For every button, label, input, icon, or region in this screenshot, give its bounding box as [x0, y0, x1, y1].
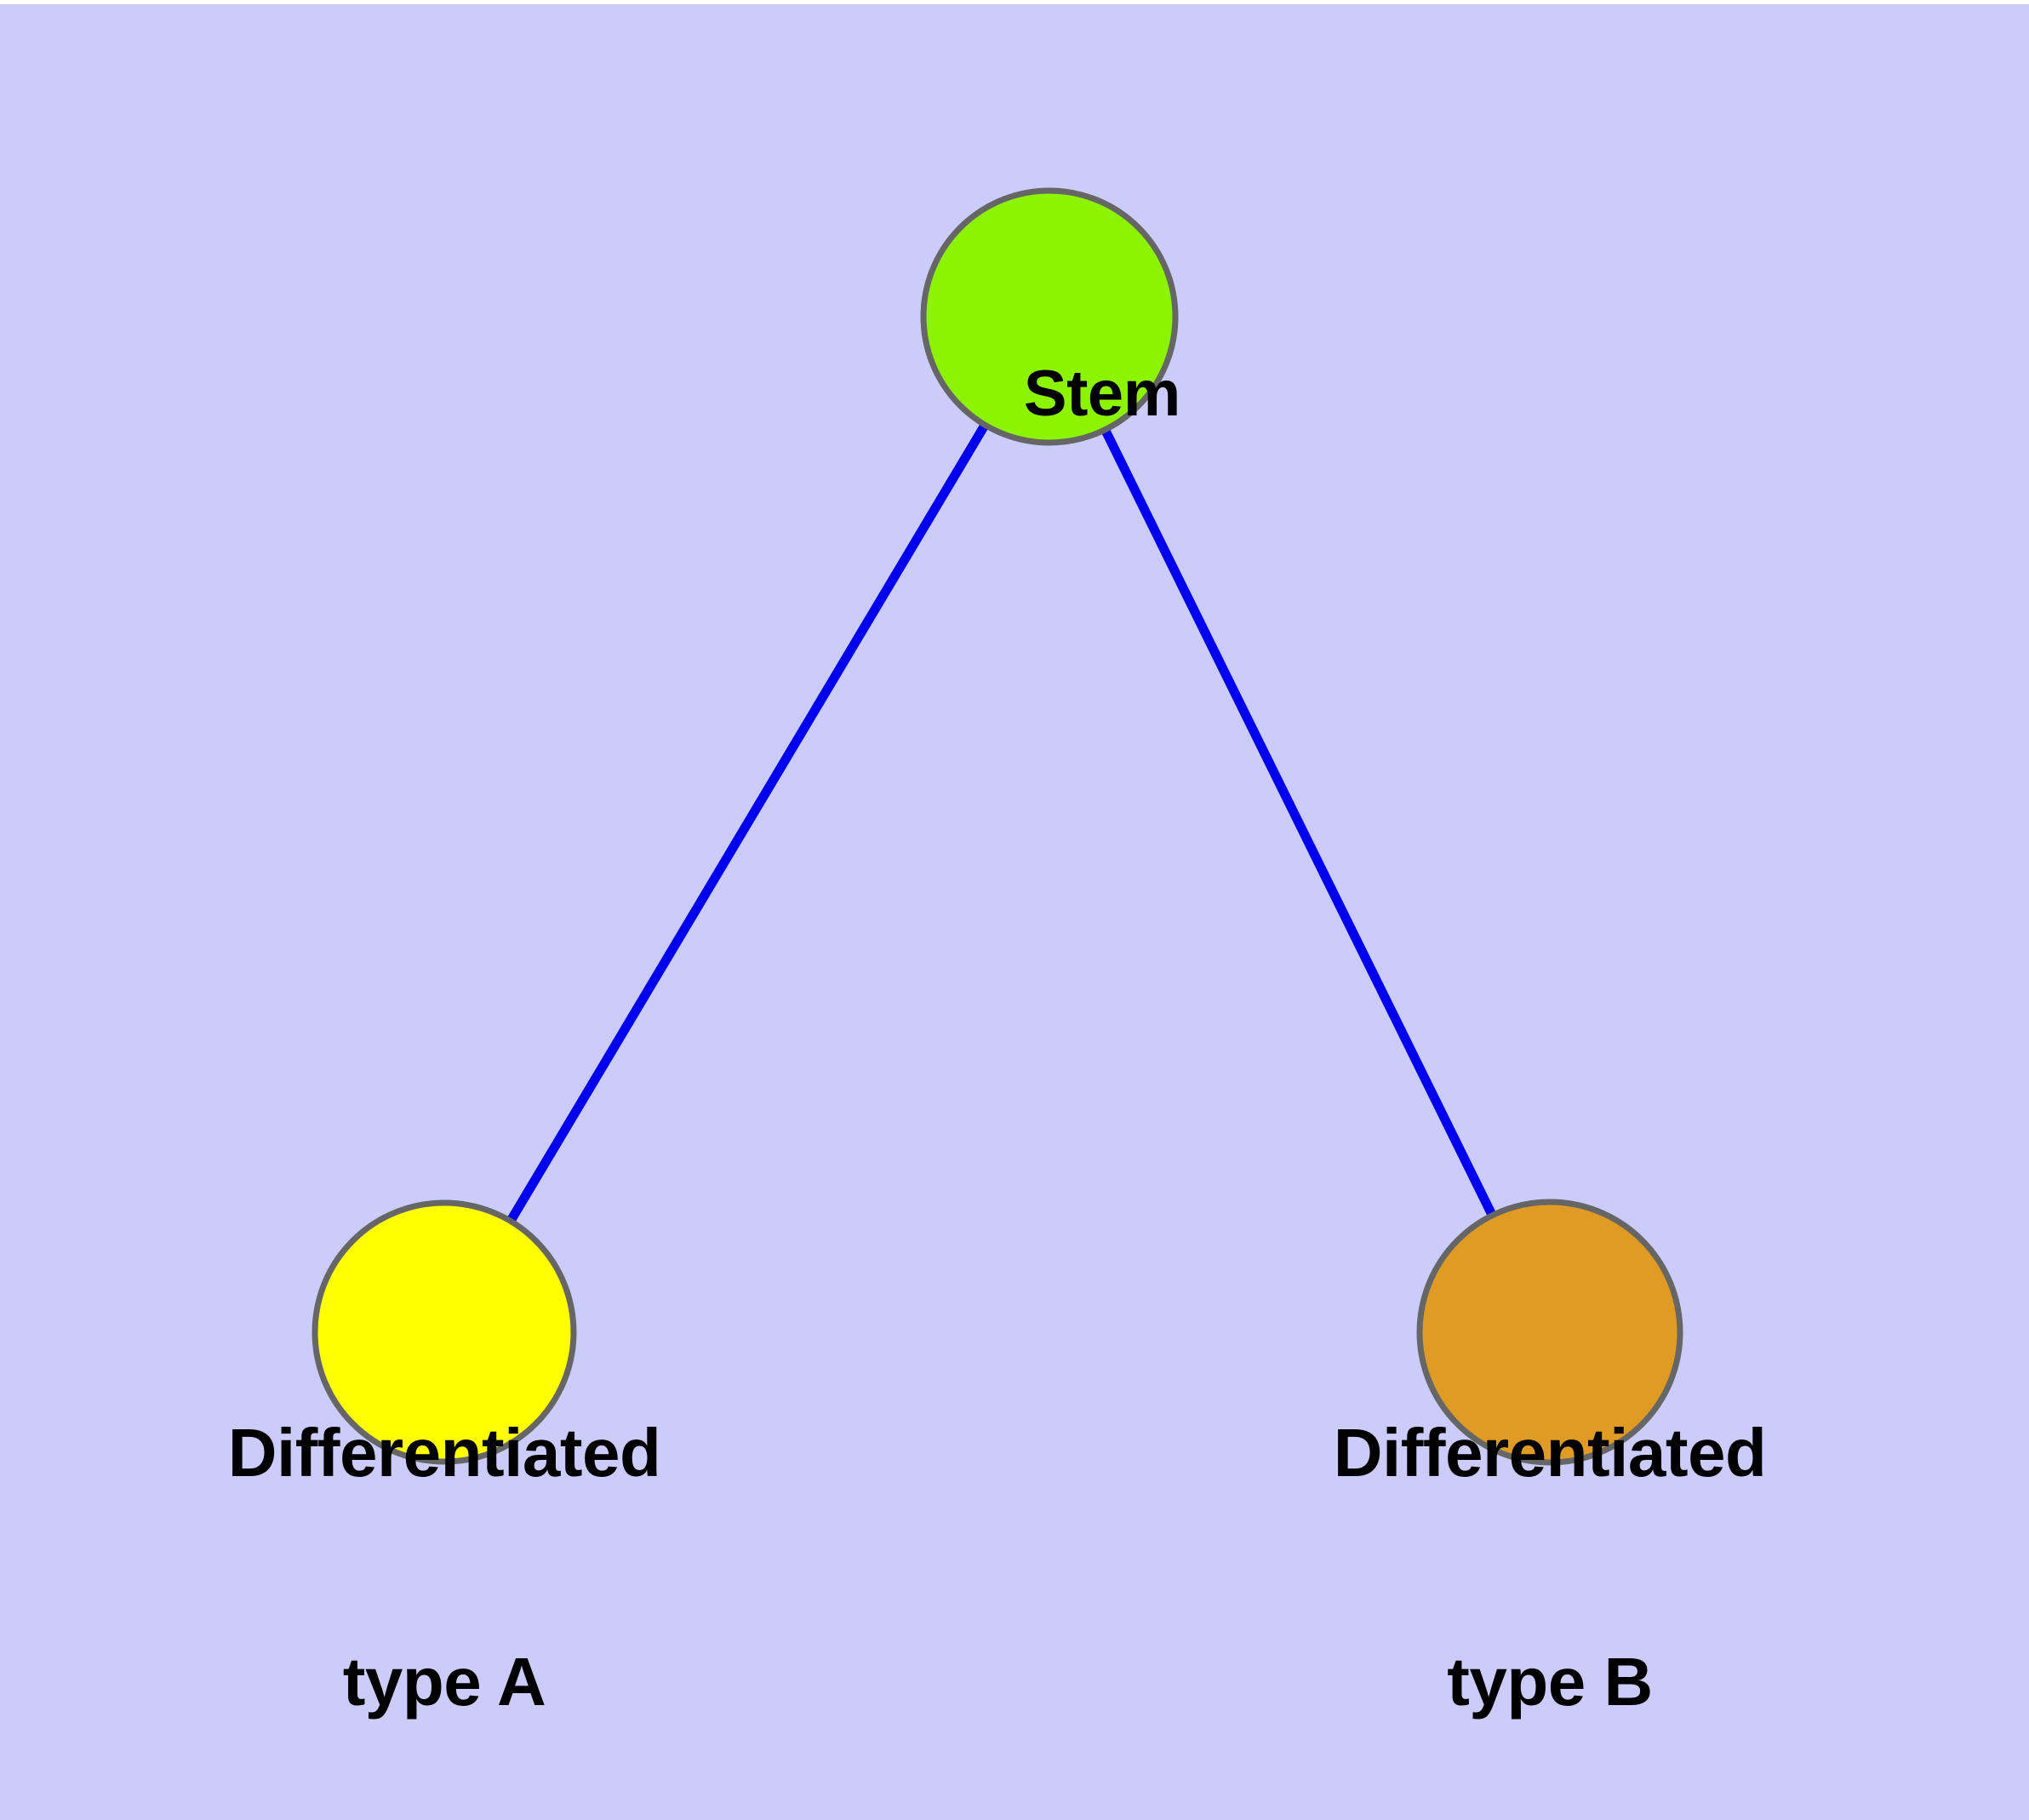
- graph-svg: [311, 187, 1683, 1466]
- edge-stem-to-differentiated-type-b[interactable]: [1045, 314, 1554, 1335]
- node-stem[interactable]: [920, 187, 1179, 446]
- node-differentiated-type-a[interactable]: [311, 1199, 577, 1465]
- edge-layer: [440, 314, 1554, 1335]
- diagram-plot-area: Stem Differentiated type A Differentiate…: [0, 4, 2029, 1820]
- edge-stem-to-differentiated-type-a[interactable]: [440, 314, 1054, 1335]
- node-layer: [311, 187, 1683, 1466]
- node-differentiated-type-b[interactable]: [1416, 1199, 1683, 1466]
